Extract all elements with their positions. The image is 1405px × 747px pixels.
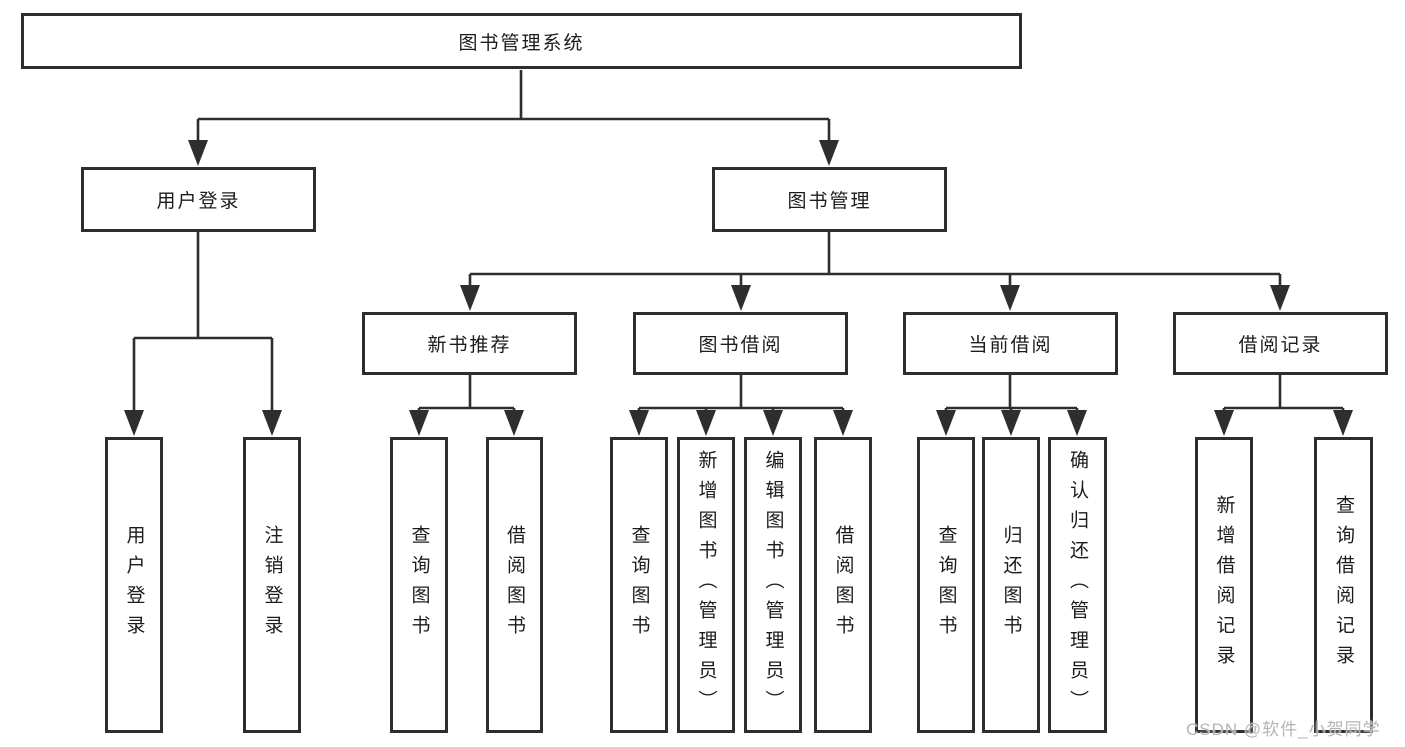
leaf-query-books-borrow-label: 查询图书: [628, 525, 650, 645]
leaf-borrow-books-borrow-label: 借阅图书: [832, 525, 854, 645]
leaf-edit-book-admin: 编辑图书（管理员）: [744, 437, 802, 733]
leaf-query-books-current-label: 查询图书: [935, 525, 957, 645]
leaf-add-borrow-record: 新增借阅记录: [1195, 437, 1253, 733]
leaf-confirm-return-admin: 确认归还（管理员）: [1048, 437, 1107, 733]
node-book-mgmt: 图书管理: [712, 167, 947, 232]
leaf-query-borrow-record-label: 查询借阅记录: [1333, 495, 1354, 675]
node-borrow-records-label: 借阅记录: [1238, 335, 1323, 356]
leaf-add-borrow-record-label: 新增借阅记录: [1213, 495, 1235, 675]
node-user-login-label: 用户登录: [156, 191, 241, 212]
leaf-borrow-books-newbooks-label: 借阅图书: [504, 525, 525, 645]
node-root: 图书管理系统: [21, 13, 1022, 69]
node-new-books-label: 新书推荐: [427, 335, 512, 356]
arrowheads: [124, 140, 1353, 436]
leaf-logout: 注销登录: [243, 437, 301, 733]
arrow-to-new-books: [460, 285, 480, 311]
leaf-edit-book-admin-label: 编辑图书（管理员）: [762, 450, 784, 720]
leaf-add-book-admin: 新增图书（管理员）: [677, 437, 735, 733]
arrow-to-borrow-records: [1270, 285, 1290, 311]
arrow-to-user-login: [188, 140, 208, 166]
leaf-query-borrow-record: 查询借阅记录: [1314, 437, 1373, 733]
leaf-confirm-return-admin-label: 确认归还（管理员）: [1067, 450, 1088, 720]
leaf-query-books-newbooks: 查询图书: [390, 437, 448, 733]
node-current-borrow: 当前借阅: [903, 312, 1118, 375]
arrow-to-book-mgmt: [819, 140, 839, 166]
leaf-return-book: 归还图书: [982, 437, 1040, 733]
leaf-query-books-newbooks-label: 查询图书: [408, 525, 430, 645]
leaf-return-book-label: 归还图书: [1000, 525, 1022, 645]
node-book-borrow-label: 图书借阅: [698, 335, 783, 356]
arrow-to-current-borrow: [1000, 285, 1020, 311]
node-current-borrow-label: 当前借阅: [968, 335, 1053, 356]
leaf-user-login: 用户登录: [105, 437, 163, 733]
csdn-watermark: CSDN @软件_小贺同学: [1186, 720, 1381, 739]
leaf-query-books-current: 查询图书: [917, 437, 975, 733]
leaf-borrow-books-newbooks: 借阅图书: [486, 437, 543, 733]
node-user-login: 用户登录: [81, 167, 316, 232]
leaf-add-book-admin-label: 新增图书（管理员）: [695, 450, 717, 720]
node-new-books: 新书推荐: [362, 312, 577, 375]
node-root-label: 图书管理系统: [458, 32, 585, 54]
leaf-user-login-label: 用户登录: [123, 525, 145, 645]
leaf-borrow-books-borrow: 借阅图书: [814, 437, 872, 733]
node-book-borrow: 图书借阅: [633, 312, 848, 375]
node-borrow-records: 借阅记录: [1173, 312, 1388, 375]
node-book-mgmt-label: 图书管理: [787, 191, 872, 212]
arrow-to-book-borrow: [731, 285, 751, 311]
leaf-query-books-borrow: 查询图书: [610, 437, 668, 733]
leaf-logout-label: 注销登录: [261, 525, 283, 645]
